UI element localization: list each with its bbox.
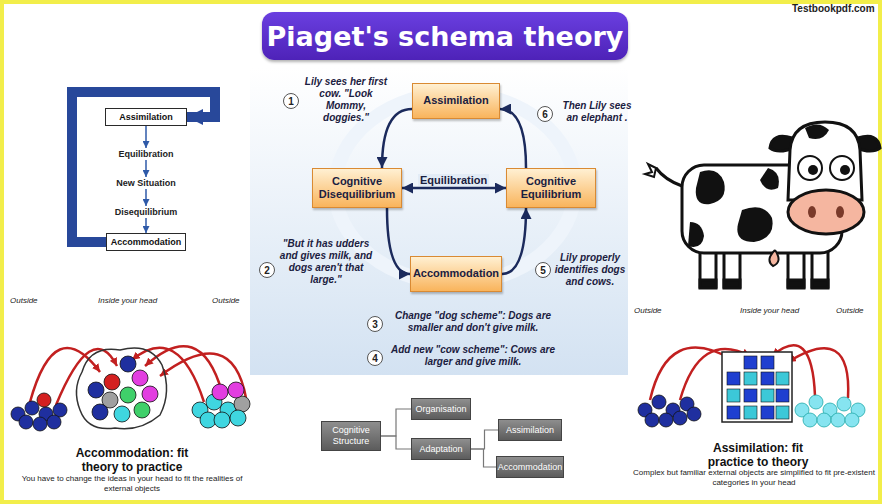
note-text: Change "dog scheme": Dogs are smaller an… bbox=[388, 310, 558, 334]
node-text: Cognitive Structure bbox=[326, 425, 376, 447]
node-text: Accommodation bbox=[413, 267, 499, 280]
title-banner: Piaget's schema theory bbox=[262, 12, 628, 60]
assimilation-picture bbox=[638, 345, 865, 427]
connector bbox=[402, 187, 506, 190]
tree-box: Cognitive Structure bbox=[321, 421, 381, 451]
tree-box: Adaptation bbox=[411, 438, 471, 460]
caption-heading: Assimilation: fit practice to theory bbox=[698, 441, 818, 470]
edge-label: Equilibration bbox=[418, 174, 489, 186]
stage-box: Cognitive Equilibrium bbox=[506, 168, 596, 208]
note-text: Add new "cow scheme": Cows are larger an… bbox=[388, 344, 558, 368]
tree-box: Accommodation bbox=[496, 456, 564, 478]
connector bbox=[502, 208, 526, 274]
connector bbox=[471, 449, 496, 467]
region-label: Outside bbox=[836, 306, 876, 315]
node-text: Assimilation bbox=[423, 94, 488, 107]
stage-box: Assimilation bbox=[412, 83, 500, 119]
node-text: Cognitive Disequilibrium bbox=[318, 175, 396, 201]
connector bbox=[382, 109, 412, 168]
node-text: New Situation bbox=[116, 178, 176, 188]
connector bbox=[471, 430, 498, 449]
caption-text: You have to change the ideas in your hea… bbox=[10, 474, 254, 493]
tree-box: Organisation bbox=[411, 398, 471, 420]
region-label: Inside your head bbox=[740, 306, 820, 315]
callout-number: 6 bbox=[537, 106, 553, 122]
flow-step: Disequilibrium bbox=[106, 206, 186, 218]
flow-step: New Situation bbox=[106, 177, 186, 189]
region-label: Inside your head bbox=[98, 296, 178, 305]
watermark: Testbookpdf.com bbox=[792, 3, 880, 14]
process-box: Assimilation bbox=[105, 108, 187, 126]
accommodation-picture bbox=[11, 346, 250, 431]
note-text: Lily properly identifies dogs and cows. bbox=[553, 252, 627, 288]
connector bbox=[145, 160, 147, 177]
region-label: Outside bbox=[212, 296, 252, 305]
connector bbox=[381, 409, 411, 436]
connector bbox=[72, 92, 215, 242]
node-text: Equilibration bbox=[119, 149, 174, 159]
connector bbox=[500, 109, 526, 168]
connector bbox=[145, 189, 147, 206]
node-text: Adaptation bbox=[419, 444, 462, 455]
node-text: Accommodation bbox=[111, 237, 182, 247]
cow-illustration bbox=[645, 122, 880, 288]
process-box: Accommodation bbox=[106, 233, 186, 251]
caption-text: Complex but familiar external objects ar… bbox=[632, 468, 876, 487]
node-text: Assimilation bbox=[119, 112, 173, 122]
connector bbox=[145, 218, 147, 233]
callout-number: 4 bbox=[367, 350, 383, 366]
stage-box: Accommodation bbox=[410, 256, 502, 292]
connector bbox=[381, 436, 411, 449]
note-text: Lily sees her first cow. "Look Mommy, do… bbox=[302, 76, 390, 124]
tree-box: Assimilation bbox=[498, 419, 562, 441]
stage-box: Cognitive Disequilibrium bbox=[312, 168, 402, 208]
node-text: Organisation bbox=[415, 404, 466, 415]
node-text: Assimilation bbox=[506, 425, 554, 436]
region-label: Outside bbox=[10, 296, 50, 305]
connector bbox=[387, 208, 410, 274]
flow-step: Equilibration bbox=[106, 148, 186, 160]
callout-number: 1 bbox=[283, 93, 299, 109]
note-text: "But it has udders and gives milk, and d… bbox=[278, 238, 374, 286]
note-text: Then Lily sees an elephant . bbox=[556, 100, 638, 124]
node-text: Accommodation bbox=[498, 462, 563, 473]
caption-heading: Accommodation: fit theory to practice bbox=[70, 446, 194, 475]
region-label: Outside bbox=[634, 306, 674, 315]
node-text: Cognitive Equilibrium bbox=[512, 175, 590, 201]
node-text: Disequilibrium bbox=[115, 207, 178, 217]
connector bbox=[145, 126, 147, 148]
callout-number: 5 bbox=[535, 262, 551, 278]
callout-number: 2 bbox=[259, 262, 275, 278]
callout-number: 3 bbox=[367, 316, 383, 332]
